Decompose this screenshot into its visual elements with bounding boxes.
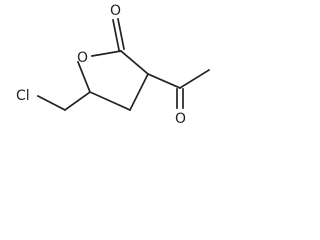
bond-c3-acetyl-c [146, 72, 182, 90]
bond-ch2-cl [36, 94, 67, 112]
bond-c5-ch2 [63, 90, 92, 112]
molecule-structure-diagram: O O O Cl [16, 3, 211, 127]
atom-label-ring-oxygen: O [77, 50, 88, 66]
bond-c3-c2 [119, 49, 150, 76]
atom-labels: O O O Cl [16, 3, 186, 127]
bond-c4-c3 [128, 72, 150, 112]
bond-c5-c4 [88, 90, 132, 112]
atom-label-carbonyl-oxygen-lactone: O [110, 3, 121, 19]
bond-c2-ring-o [91, 50, 122, 57]
bond-ring-o-c5 [76, 60, 92, 94]
bonds [36, 17, 211, 112]
bond-c2-o-double-a [111, 18, 121, 52]
atom-label-chlorine: Cl [16, 88, 30, 104]
atom-label-carbonyl-oxygen-acetyl: O [175, 111, 186, 127]
bond-c2-o-double-b [116, 17, 126, 51]
bond-acetyl-methyl [178, 68, 211, 90]
